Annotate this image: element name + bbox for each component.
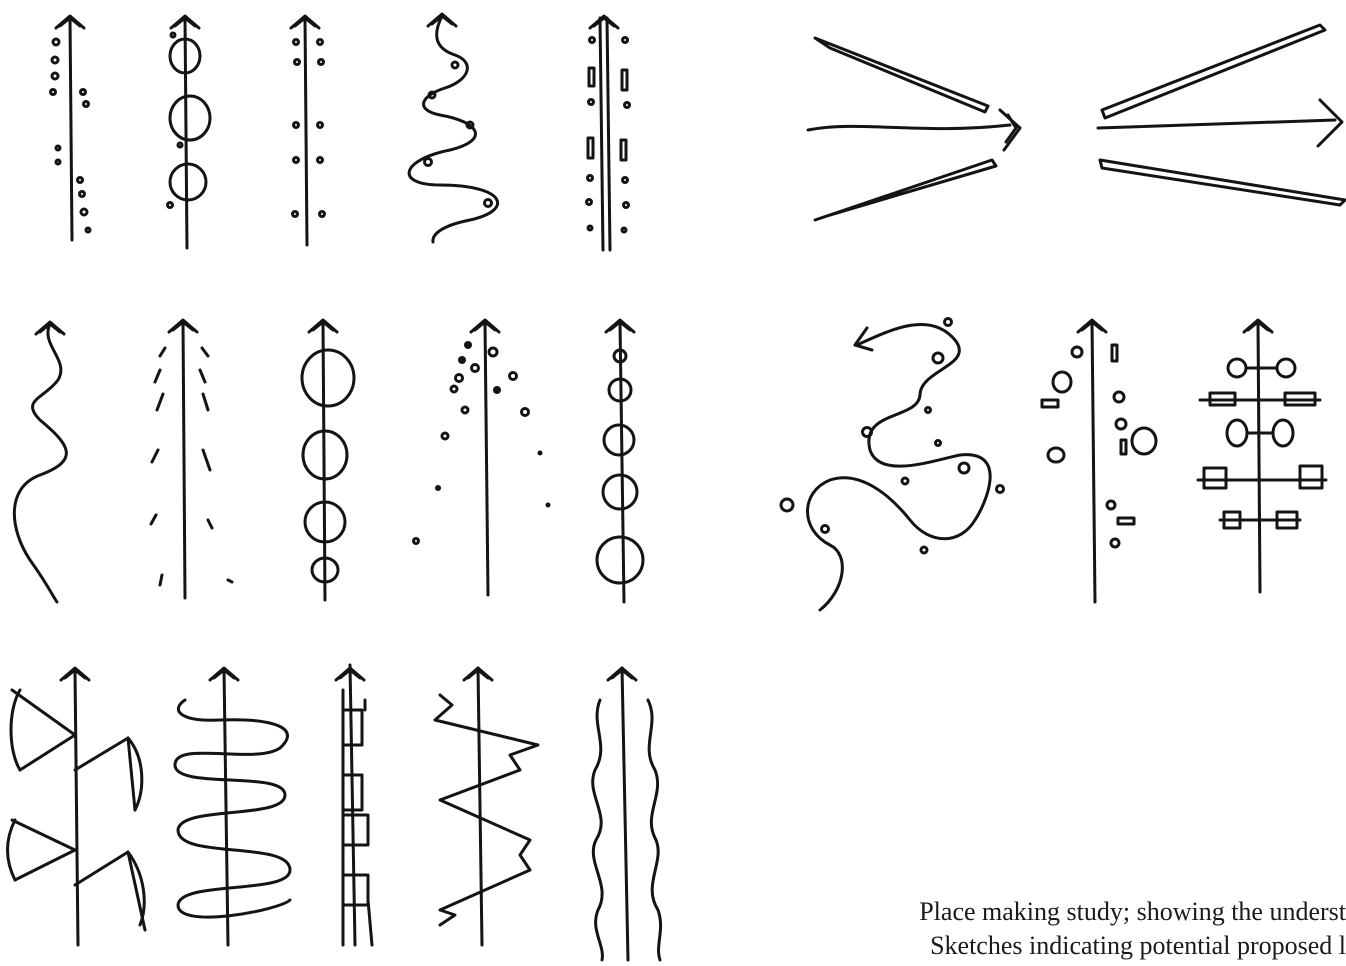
sketch-row1-path-double-edge: [587, 16, 630, 250]
sketch-row1-path-circles: [168, 16, 211, 248]
sketch-row2-path-mixed-objects: [1042, 320, 1156, 602]
sketch-row3-path-wavy-edges: [593, 668, 661, 960]
sketch-row2-path-symmetric-objects: [1198, 320, 1326, 592]
caption-line-2: Sketches indicating potential proposed l: [770, 930, 1346, 962]
sketch-row2-path-large-circles: [302, 320, 354, 600]
sketch-row2-path-dashes: [151, 320, 232, 598]
sketch-row2-path-scattered-dots: [414, 320, 551, 595]
sketch-convergence: [808, 38, 1020, 220]
sketch-row1-meandering-path: [409, 14, 497, 242]
sketch-row2-winding-path-dots: [781, 319, 1004, 611]
sketch-divergence: [1098, 25, 1345, 205]
sketch-row3-path-coil: [175, 668, 290, 945]
sketch-row3-path-zigzag: [435, 668, 538, 945]
caption-line-1: Place making study; showing the underst: [770, 896, 1346, 928]
sketch-row3-path-arcs: [8, 668, 146, 945]
sketch-row2-wandering-line: [14, 322, 66, 602]
sketch-row1-path-paired-dots: [291, 16, 325, 245]
sketch-row1-path-dots: [51, 16, 91, 240]
sketch-row2-path-growing-circles: [597, 320, 643, 602]
sketch-row3-path-ladder: [336, 665, 372, 945]
